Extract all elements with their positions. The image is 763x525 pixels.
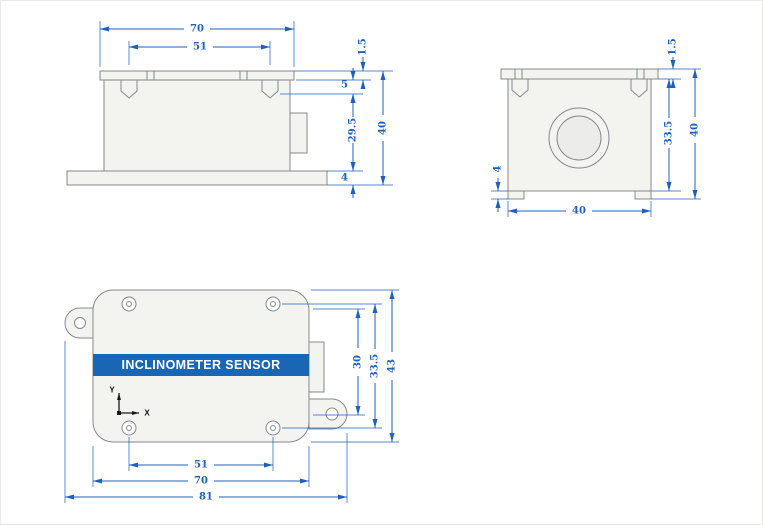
dim-top-hole-spacing-h: 51	[129, 460, 273, 471]
dim-side-total-height: 40	[690, 69, 701, 199]
dim-side-body-height: 33.5	[664, 79, 675, 191]
dim-top-inner-height: 30	[353, 309, 364, 415]
dim-label-front-base-height: 4	[341, 173, 348, 184]
dim-label-front-lid-thickness: 1.5	[358, 38, 369, 55]
dim-label-side-width: 40	[572, 206, 586, 217]
dim-side-lid-thickness: 1.5	[668, 38, 679, 88]
dim-label-top-body-width: 70	[194, 476, 208, 487]
top-view-part: INCLINOMETER SENSOR Y X	[64, 289, 348, 443]
front-view: 70 51 1.5 5 29.5	[66, 21, 393, 198]
dim-label-top-hole-spacing-v: 33.5	[370, 354, 381, 378]
dim-front-total-height: 40	[378, 71, 389, 185]
dim-label-top-hole-spacing-h: 51	[194, 460, 208, 471]
front-lid	[99, 70, 295, 81]
axis-x-label: X	[144, 409, 150, 418]
dim-front-mount-spacing: 51	[129, 42, 270, 53]
dim-top-flange-width: 81	[65, 492, 347, 503]
top-tab-hole-left	[74, 317, 86, 329]
side-foot-left	[507, 190, 525, 200]
side-view-dimensions: 40 1.5 33.5 40 4	[491, 38, 701, 217]
dim-front-lid-thickness: 1.5	[358, 38, 369, 89]
dim-front-body-height: 29.5	[348, 94, 359, 171]
side-gland-inner	[556, 115, 602, 161]
dim-label-side-base-height: 4	[493, 165, 504, 172]
front-screw-boss-left	[120, 79, 138, 99]
side-screw-boss-left	[511, 78, 529, 98]
side-foot-right	[634, 190, 652, 200]
axis-y-label: Y	[109, 386, 115, 395]
side-lid-screw-slots	[514, 69, 645, 79]
dim-front-boss-depth: 5	[341, 68, 356, 107]
dim-label-side-lid-thickness: 1.5	[668, 38, 679, 55]
dim-front-base-height: 4	[341, 173, 356, 198]
side-screw-boss-right	[630, 78, 648, 98]
label-band	[93, 354, 309, 376]
top-view-dimensions: 30 33.5 43 51 70	[64, 289, 399, 503]
side-lid	[500, 68, 659, 80]
top-corner-screws	[121, 296, 281, 436]
label-band-text: INCLINOMETER SENSOR	[122, 358, 281, 372]
top-tab-hole-right	[325, 407, 339, 421]
dim-top-body-width: 70	[93, 476, 309, 487]
dim-label-top-body-height: 43	[387, 359, 398, 373]
front-screw-boss-right	[261, 79, 279, 99]
top-connector	[308, 341, 325, 393]
dim-label-top-inner-height: 30	[353, 355, 364, 369]
dim-label-front-boss-depth: 5	[341, 80, 348, 91]
side-view-part	[500, 68, 659, 200]
front-body	[103, 79, 291, 172]
front-connector	[289, 112, 308, 154]
front-base-flange	[66, 170, 328, 186]
top-view: INCLINOMETER SENSOR Y X	[64, 289, 399, 503]
dim-top-body-height: 43	[387, 290, 398, 442]
front-view-part	[66, 70, 328, 186]
dim-label-front-total-height: 40	[378, 121, 389, 135]
dim-side-width: 40	[508, 206, 651, 217]
axis-marker: Y X	[109, 386, 150, 418]
dim-label-front-mount-spacing: 51	[193, 42, 207, 53]
front-view-dimensions: 70 51 1.5 5 29.5	[99, 21, 393, 198]
dim-label-front-body-height: 29.5	[348, 118, 359, 142]
side-view: 40 1.5 33.5 40 4	[491, 38, 701, 217]
dim-side-base-height: 4	[493, 165, 504, 212]
front-lid-screw-slots	[146, 71, 248, 80]
dim-label-side-total-height: 40	[690, 123, 701, 137]
dim-label-top-flange-width: 81	[199, 492, 213, 503]
dim-label-front-total-width: 70	[190, 24, 204, 35]
dim-label-side-body-height: 33.5	[664, 121, 675, 145]
dim-front-total-width: 70	[100, 24, 294, 35]
dim-top-hole-spacing-v: 33.5	[370, 304, 381, 428]
